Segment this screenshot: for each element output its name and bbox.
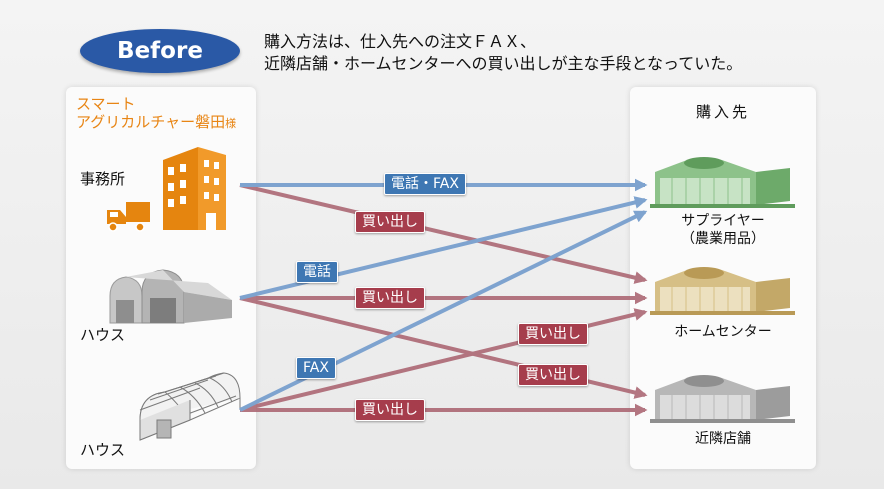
source-label-office: 事務所 xyxy=(80,170,126,188)
arrow-house1-phone xyxy=(239,196,648,300)
header-line-2: 近隣店舗・ホームセンターへの買い出しが主な手段となっていた。 xyxy=(264,54,743,73)
before-badge: Before xyxy=(80,29,240,73)
supplier-building-icon xyxy=(650,157,795,208)
hoop-greenhouse-icon xyxy=(139,372,241,441)
tag-office-buy: 買い出し xyxy=(355,211,425,233)
arrow-office-buy xyxy=(239,183,648,284)
office-building-icon xyxy=(163,147,226,230)
tag-house2-buy-homecenter: 買い出し xyxy=(518,323,588,345)
source-label-house-1: ハウス xyxy=(80,326,126,344)
header-description: 購入方法は、仕入先への注文ＦＡＸ、 近隣店舗・ホームセンターへの買い出しが主な手… xyxy=(264,31,742,75)
tag-phone-fax: 電話・FAX xyxy=(384,173,466,195)
supplier-label-line-1: サプライヤー xyxy=(681,213,765,229)
customer-name: スマート アグリカルチャー磐田様 xyxy=(76,95,236,133)
header-line-1: 購入方法は、仕入先への注文ＦＡＸ、 xyxy=(264,32,537,51)
homecenter-label: ホームセンター xyxy=(674,324,772,340)
tag-house1-phone: 電話 xyxy=(296,261,338,283)
greenhouse-icon xyxy=(109,269,232,324)
nearby-store-label: 近隣店舗 xyxy=(695,431,751,447)
tag-house1-buy-nearby: 買い出し xyxy=(518,364,588,386)
homecenter-building-icon xyxy=(650,267,795,315)
tag-house1-buy: 買い出し xyxy=(355,287,425,309)
truck-icon xyxy=(107,202,150,232)
customer-name-line-1: スマート xyxy=(76,95,136,113)
supplier-label: サプライヤー （農業用品） xyxy=(643,212,803,248)
supplier-label-line-2: （農業用品） xyxy=(681,231,765,247)
suppliers-title: 購入先 xyxy=(695,103,750,121)
nearby-store-building-icon xyxy=(650,375,795,423)
tag-house2-buy-nearby: 買い出し xyxy=(355,399,425,421)
tag-house2-fax: FAX xyxy=(296,357,336,379)
source-label-house-2: ハウス xyxy=(80,441,126,459)
customer-name-line-2: アグリカルチャー磐田様 xyxy=(76,113,237,131)
